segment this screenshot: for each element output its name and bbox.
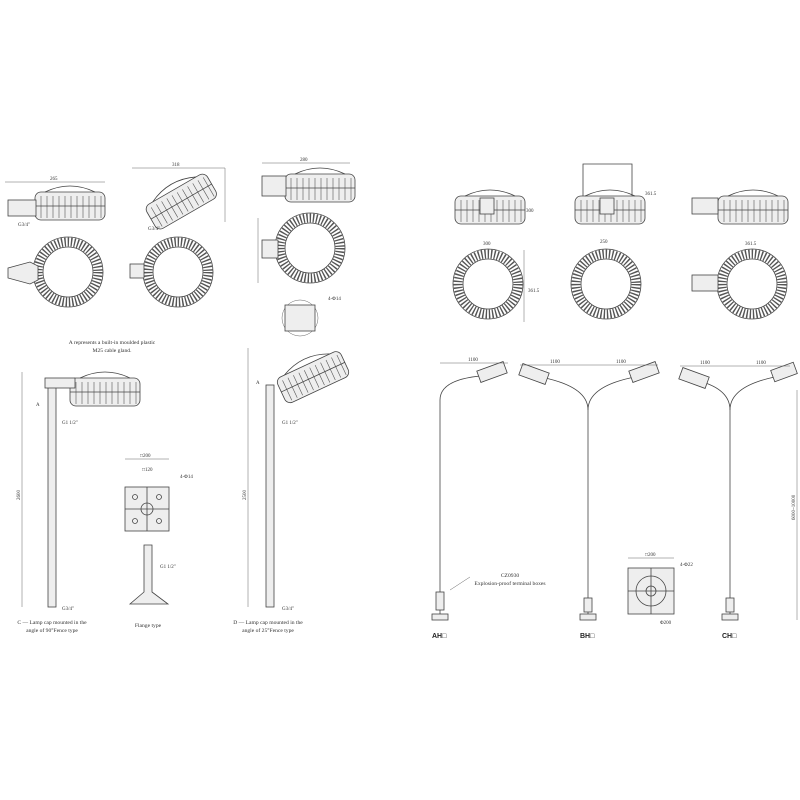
svg-text:G3/4": G3/4" [62, 607, 74, 612]
svg-text:D — Lamp cap mounted in the: D — Lamp cap mounted in the [233, 620, 303, 626]
label-ch: CH□ [722, 633, 737, 640]
label-ah: AH□ [432, 633, 447, 640]
svg-text:Explosion-proof terminal boxes: Explosion-proof terminal boxes [474, 580, 545, 587]
svg-text:G3/4": G3/4" [282, 607, 294, 612]
luminaire-view-c: 280 4-Φ14 [257, 158, 356, 337]
svg-text:angle of 90°Fence type: angle of 90°Fence type [26, 627, 78, 634]
luminaire-view-front: 300 300 361.5 [453, 189, 540, 322]
svg-text:2600: 2600 [17, 490, 22, 501]
svg-text:angle of 25°Fence type: angle of 25°Fence type [242, 627, 294, 634]
svg-text:1100: 1100 [616, 360, 626, 365]
luminaire-view-side: 361.5 [691, 189, 788, 319]
luminaire-view-a: 265 G3/4" [5, 177, 105, 307]
svg-text:4-Φ14: 4-Φ14 [328, 297, 341, 302]
svg-text:□120: □120 [142, 468, 153, 473]
svg-text:265: 265 [50, 177, 58, 182]
cable-gland-note: A represents a built-in moulded plastic [69, 340, 156, 346]
svg-text:361.5: 361.5 [745, 242, 757, 247]
svg-text:G3/4": G3/4" [148, 227, 160, 232]
svg-text:□200: □200 [140, 454, 151, 459]
svg-text:□200: □200 [645, 553, 656, 558]
svg-text:250: 250 [600, 240, 608, 245]
pole-d-25deg: 2500 G1 1/2" G3/4" A D — Lamp cap mounte… [233, 343, 352, 634]
luminaire-view-b: 318 G3/4" [129, 163, 226, 307]
luminaire-view-handle: 361.5 250 [571, 163, 657, 319]
svg-text:Φ200: Φ200 [660, 621, 672, 626]
svg-text:C — Lamp cap mounted in the: C — Lamp cap mounted in the [17, 620, 87, 626]
pole-bh-double-arm: 1100 1100 BH□ [518, 360, 660, 640]
pole-ch-double-arm: 1100 1100 6000~10000 CH□ [678, 361, 798, 640]
svg-text:A: A [36, 403, 40, 408]
svg-text:280: 280 [300, 158, 308, 163]
svg-text:4-Φ14: 4-Φ14 [180, 475, 193, 480]
mount-detail: 4-Φ14 [281, 297, 341, 337]
svg-text:1100: 1100 [700, 361, 710, 366]
pole-c-90deg: 2600 G1 1/2" G3/4" A C — Lamp cap mounte… [17, 371, 141, 634]
label-bh: BH□ [580, 633, 595, 640]
svg-text:1100: 1100 [550, 360, 560, 365]
svg-text:2500: 2500 [243, 490, 248, 501]
svg-text:A: A [256, 381, 260, 386]
svg-text:1100: 1100 [756, 361, 766, 366]
base-plate: □200 4-Φ22 Φ200 [627, 553, 693, 626]
svg-text:M25 cable gland.: M25 cable gland. [93, 348, 133, 354]
svg-text:G1 1/2": G1 1/2" [282, 421, 298, 426]
svg-text:G1 1/2": G1 1/2" [62, 421, 78, 426]
svg-text:361.5: 361.5 [528, 289, 540, 294]
svg-text:Flange type: Flange type [135, 623, 162, 629]
svg-text:300: 300 [483, 242, 491, 247]
svg-text:6000~10000: 6000~10000 [792, 494, 797, 520]
pole-ah-single-arm: 1100 CZ0930 Explosion-proof terminal box… [431, 358, 546, 640]
svg-text:G1 1/2": G1 1/2" [160, 565, 176, 570]
svg-text:1100: 1100 [468, 358, 478, 363]
flange-type: □200 □120 4-Φ14 G1 1/2" Flange type [124, 454, 193, 629]
svg-text:300: 300 [526, 209, 534, 214]
svg-text:4-Φ22: 4-Φ22 [680, 563, 693, 568]
svg-text:G3/4": G3/4" [18, 223, 30, 228]
svg-text:318: 318 [172, 163, 180, 168]
svg-text:361.5: 361.5 [645, 192, 657, 197]
svg-text:CZ0930: CZ0930 [501, 573, 520, 579]
